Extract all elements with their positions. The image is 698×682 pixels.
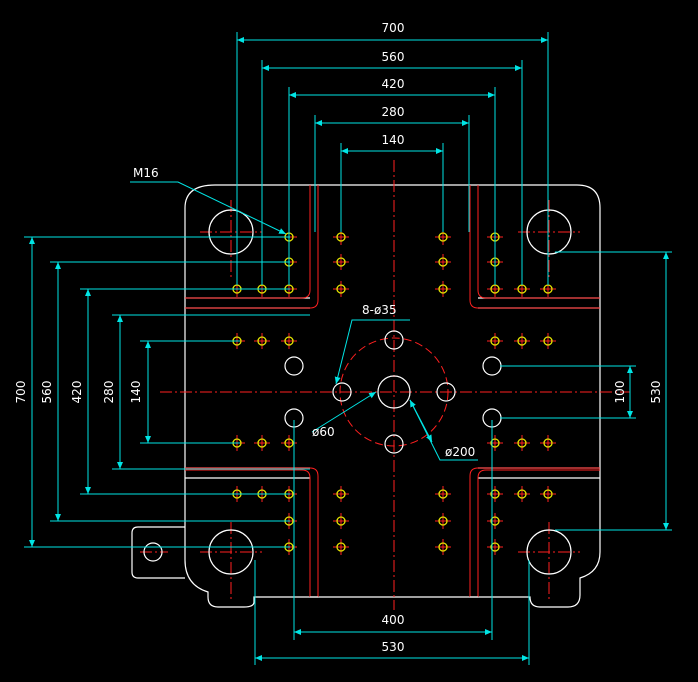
dim-right-100: 100	[613, 381, 627, 404]
m16-tapped-hole	[438, 284, 448, 294]
leaders	[130, 181, 478, 461]
dim-top-560: 560	[382, 50, 405, 64]
dia-60-callout: ø60	[312, 425, 335, 439]
m16-tapped-hole	[438, 516, 448, 526]
m16-tapped-hole	[543, 336, 553, 346]
pcd-200-circle	[339, 337, 449, 447]
dim-left-140: 140	[129, 381, 143, 404]
m16-tapped-hole	[490, 542, 500, 552]
dim-left-280: 280	[102, 381, 116, 404]
dim-top-420: 420	[382, 77, 405, 91]
m16-tapped-hole	[490, 489, 500, 499]
m16-tapped-hole	[438, 489, 448, 499]
m16-tapped-hole	[257, 438, 267, 448]
dim-bottom-530: 530	[382, 640, 405, 654]
ejector-hole	[482, 356, 502, 376]
ejector-hole	[384, 434, 404, 454]
dim-right-530: 530	[649, 381, 663, 404]
dia-200-callout: ø200	[445, 445, 475, 459]
m16-tapped-hole	[284, 336, 294, 346]
tie-bar-hole-bottom-left	[208, 529, 254, 575]
dimension-lines	[29, 37, 669, 661]
tie-bar-hole-top-right	[526, 209, 572, 255]
dim-left-700: 700	[14, 381, 28, 404]
ejector-hole	[436, 382, 456, 402]
centerlines	[140, 160, 630, 610]
dim-top-140: 140	[382, 133, 405, 147]
dim-top-700: 700	[382, 21, 405, 35]
center-hole-60	[377, 375, 411, 409]
m16-tapped-hole	[543, 438, 553, 448]
m16-tapped-hole	[336, 232, 346, 242]
m16-tapped-hole	[284, 438, 294, 448]
platen-outline	[131, 184, 601, 608]
dimension-labels: 700 560 420 280 140 700 560 420 280 140 …	[14, 21, 663, 654]
m16-tapped-hole	[336, 257, 346, 267]
dim-left-560: 560	[40, 381, 54, 404]
center-features	[284, 330, 502, 454]
ejector-hole	[332, 382, 352, 402]
thread-callout: M16	[133, 166, 159, 180]
m16-tapped-hole	[336, 284, 346, 294]
m16-tapped-hole	[438, 257, 448, 267]
m16-tapped-hole	[490, 336, 500, 346]
m16-tapped-hole	[490, 438, 500, 448]
t-slots	[185, 185, 600, 598]
dim-top-280: 280	[382, 105, 405, 119]
m16-tapped-hole	[438, 542, 448, 552]
dim-bottom-400: 400	[382, 613, 405, 627]
m16-tapped-hole	[517, 489, 527, 499]
extension-lines	[24, 32, 672, 665]
tie-bar-hole-top-left	[208, 209, 254, 255]
m16-tapped-hole	[257, 336, 267, 346]
dim-left-420: 420	[70, 381, 84, 404]
tie-bar-holes	[143, 209, 572, 575]
m16-tapped-hole	[490, 516, 500, 526]
m16-tapped-hole	[336, 542, 346, 552]
m16-tapped-hole	[438, 232, 448, 242]
ejector-hole	[384, 330, 404, 350]
ejector-hole	[284, 356, 304, 376]
m16-tapped-hole	[517, 336, 527, 346]
m16-tapped-hole	[336, 489, 346, 499]
m16-tapped-hole	[336, 516, 346, 526]
holes-callout: 8-ø35	[362, 303, 397, 317]
m16-tapped-hole	[543, 489, 553, 499]
m16-tapped-hole	[517, 438, 527, 448]
tie-bar-hole-bottom-right	[526, 529, 572, 575]
ejector-side-hole	[143, 542, 163, 562]
